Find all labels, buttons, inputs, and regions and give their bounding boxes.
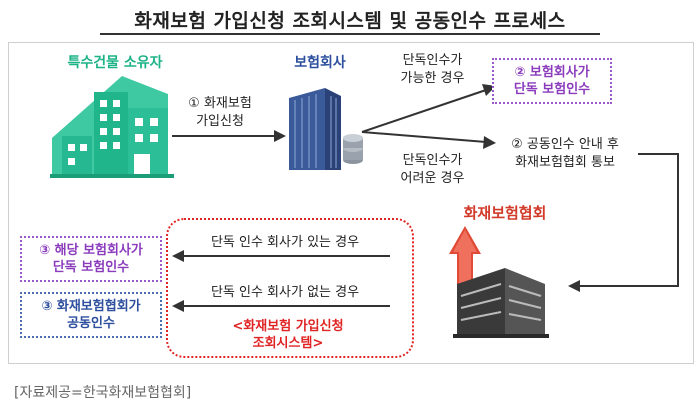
association-label: 화재보험협회 bbox=[463, 204, 547, 222]
lookup-system-line2: 조회시스템> bbox=[252, 336, 324, 351]
joint-notice-line1: ② 공동인수 안내 후 bbox=[511, 137, 619, 152]
single-hard-label: 단독인수가 어려운 경우 bbox=[385, 152, 480, 188]
source-caption: [자료제공=한국화재보험협회] bbox=[14, 385, 192, 401]
company-exists-arrow bbox=[172, 250, 390, 262]
title-underline bbox=[100, 33, 600, 35]
company-none-label: 단독 인수 회사가 없는 경우 bbox=[210, 285, 360, 300]
lookup-system-line1: <화재보험 가입신청 bbox=[232, 319, 344, 334]
single-hard-line1: 단독인수가 bbox=[402, 153, 463, 168]
apply-label: ① 화재보험 가입신청 bbox=[170, 95, 270, 131]
apply-arrow bbox=[172, 130, 286, 142]
notice-connector-arrow bbox=[568, 153, 679, 292]
insurance-building-icon bbox=[289, 88, 363, 170]
single-underwrite-box: ② 보험회사가 단독 보험인수 bbox=[492, 58, 612, 104]
building-owner-icon bbox=[50, 76, 174, 178]
association-joint-line2: 공동인수 bbox=[67, 316, 115, 331]
association-building-icon bbox=[449, 226, 549, 338]
single-possible-line2: 가능한 경우 bbox=[400, 71, 465, 86]
apply-label-line1: ① 화재보험 bbox=[188, 96, 252, 111]
single-possible-line1: 단독인수가 bbox=[402, 53, 463, 68]
company-exists-label: 단독 인수 회사가 있는 경우 bbox=[210, 235, 360, 250]
single-underwrite-line2: 단독 보험인수 bbox=[513, 82, 591, 97]
company-none-arrow bbox=[172, 300, 390, 312]
single-hard-line2: 어려운 경우 bbox=[400, 171, 465, 186]
company-label: 보험회사 bbox=[294, 55, 346, 71]
owner-label: 특수건물 소유자 bbox=[67, 55, 163, 71]
joint-notice-line2: 화재보험협회 통보 bbox=[515, 155, 615, 170]
company-single-line2: 단독 보험인수 bbox=[52, 260, 130, 275]
page-title: 화재보험 가입신청 조회시스템 및 공동인수 프로세스 bbox=[134, 10, 566, 32]
single-possible-label: 단독인수가 가능한 경우 bbox=[385, 52, 480, 88]
company-single-box: ③ 해당 보험회사가 단독 보험인수 bbox=[20, 236, 162, 282]
company-single-line1: ③ 해당 보험회사가 bbox=[39, 243, 143, 258]
joint-notice-label: ② 공동인수 안내 후 화재보험협회 통보 bbox=[490, 136, 640, 172]
lookup-system-region bbox=[166, 218, 414, 358]
association-joint-line1: ③ 화재보험협회가 bbox=[41, 299, 141, 314]
lookup-system-label: <화재보험 가입신청 조회시스템> bbox=[190, 318, 386, 352]
association-joint-box: ③ 화재보험협회가 공동인수 bbox=[20, 292, 162, 338]
single-underwrite-line1: ② 보험회사가 bbox=[514, 65, 590, 80]
apply-label-line2: 가입신청 bbox=[196, 114, 244, 129]
coin-stack-icon bbox=[343, 134, 363, 164]
